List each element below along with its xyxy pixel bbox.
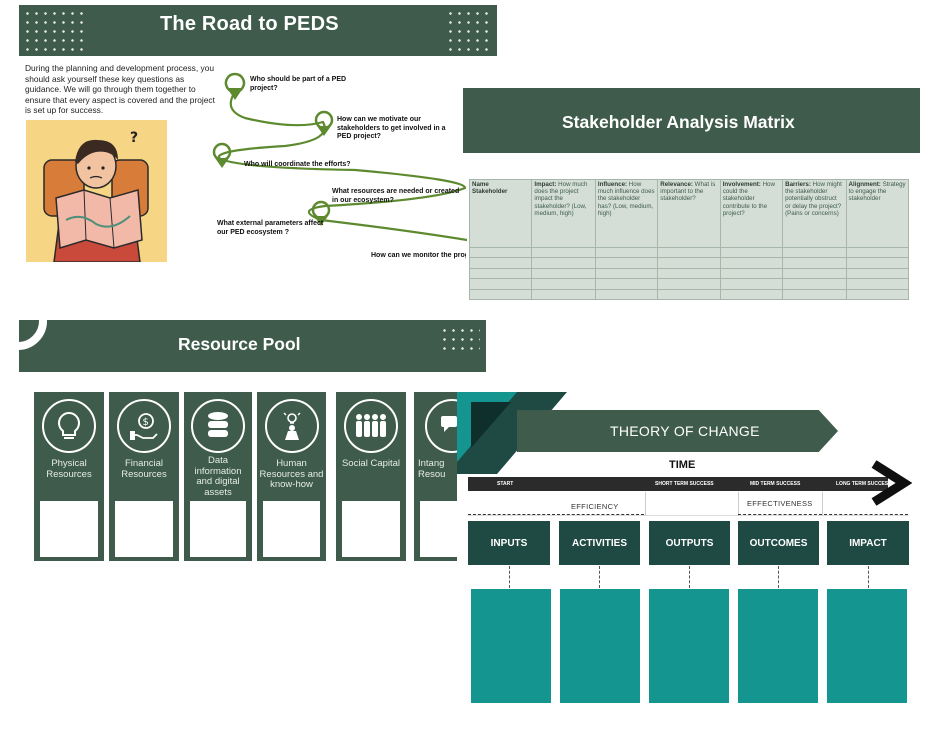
- people-group-icon: [344, 399, 398, 453]
- resource-input-box[interactable]: [342, 501, 400, 557]
- resource-card-social: Social Capital: [336, 392, 406, 561]
- resource-input-box[interactable]: [190, 501, 246, 557]
- road-question: Who should be part of a PED project?: [250, 76, 347, 92]
- phase-outputs: OUTPUTS: [649, 521, 730, 565]
- database-icon: [191, 399, 245, 453]
- toc-grid-row: [468, 492, 908, 516]
- dashed-line: [738, 514, 908, 515]
- resource-input-box[interactable]: [263, 501, 320, 557]
- resource-input-box[interactable]: [115, 501, 173, 557]
- chat-icon: [425, 399, 474, 453]
- road-title-bar: [19, 5, 497, 56]
- connector: [778, 566, 779, 588]
- svg-text:$: $: [143, 417, 149, 428]
- connector: [689, 566, 690, 588]
- outputs-box[interactable]: [649, 589, 729, 703]
- map-pin-icon: [311, 200, 331, 226]
- toc-title-banner: [517, 410, 838, 452]
- phase-inputs: INPUTS: [468, 521, 550, 565]
- timeline-label: LONG TERM SUCCESS: [836, 481, 892, 487]
- resource-label: Intang Resou: [418, 458, 446, 480]
- impact-box[interactable]: [827, 589, 907, 703]
- phase-impact: IMPACT: [827, 521, 909, 565]
- timeline-label: START: [497, 481, 514, 487]
- inputs-box[interactable]: [471, 589, 551, 703]
- road-question: Who will coordinate the efforts?: [244, 161, 351, 168]
- resource-label: Human Resources and know-how: [259, 458, 324, 490]
- dot-pattern: [23, 9, 85, 51]
- matrix-header-cell: Impact: How much does the project impact…: [531, 179, 596, 248]
- money-hand-icon: $: [117, 399, 171, 453]
- matrix-header-cell: Alignment: Strategy to engage the stakeh…: [845, 179, 910, 248]
- road-question: How can we motivate our stakeholders to …: [337, 116, 446, 140]
- road-path: [212, 72, 467, 242]
- matrix-title-bar: [463, 88, 920, 153]
- map-pin-icon: [212, 142, 232, 168]
- road-title: The Road to PEDS: [160, 13, 339, 35]
- arrow-right-icon: [871, 460, 912, 506]
- matrix-header-cell: Involvement: How could the stakeholder c…: [719, 179, 784, 248]
- resource-label: Social Capital: [341, 458, 401, 469]
- resource-title-bar: [19, 320, 486, 372]
- dot-pattern: [440, 326, 480, 356]
- road-question: How can we monitor the progre: [371, 252, 466, 259]
- connector: [509, 566, 510, 588]
- table-row: [468, 246, 910, 259]
- resource-label: Data information and digital assets: [194, 455, 242, 498]
- divider: [645, 492, 646, 516]
- resource-card-financial: $ Financial Resources: [109, 392, 179, 561]
- outcomes-box[interactable]: [738, 589, 818, 703]
- timeline-label: SHORT TERM SUCCESS: [655, 481, 714, 487]
- person-idea-icon: [264, 399, 319, 453]
- table-row: [468, 267, 910, 280]
- effectiveness-label: EFFECTIVENESS: [747, 499, 813, 508]
- resource-card-human: Human Resources and know-how: [257, 392, 326, 561]
- divider: [738, 492, 739, 516]
- connector: [599, 566, 600, 588]
- road-question: What external parameters affect our PED …: [217, 220, 324, 236]
- resource-label: Physical Resources: [46, 458, 92, 480]
- dot-pattern: [446, 9, 494, 51]
- road-question: What resources are needed or created in …: [332, 188, 460, 204]
- toc-time-label: TIME: [669, 459, 696, 471]
- table-row: [468, 257, 910, 269]
- resource-card-data: Data information and digital assets: [184, 392, 252, 561]
- svg-text:?: ?: [130, 130, 138, 146]
- divider: [822, 492, 823, 516]
- matrix-header-cell: Relevance: What is important to the stak…: [657, 179, 721, 248]
- phase-activities: ACTIVITIES: [559, 521, 640, 565]
- resource-label: Financial Resources: [121, 458, 167, 480]
- matrix-header-cell: Influence: How much influence does the s…: [594, 179, 659, 248]
- map-pin-icon: [224, 72, 246, 100]
- lightbulb-icon: [42, 399, 96, 453]
- hiker-illustration: ?: [26, 120, 167, 262]
- resource-title: Resource Pool: [178, 334, 301, 354]
- connector: [868, 566, 869, 588]
- corner-arc: [19, 320, 49, 362]
- resource-card-physical: Physical Resources: [34, 392, 104, 561]
- map-pin-icon: [314, 110, 334, 136]
- matrix-title: Stakeholder Analysis Matrix: [562, 112, 795, 132]
- table-row: [468, 278, 910, 290]
- table-row: [468, 288, 910, 301]
- dashed-line: [468, 514, 644, 515]
- toc-timeline-bar: [468, 477, 888, 491]
- resource-input-box[interactable]: [40, 501, 98, 557]
- matrix-header-cell: Barriers: How might the stakeholder pote…: [782, 179, 847, 248]
- road-intro-text: During the planning and development proc…: [25, 63, 215, 115]
- toc-title: THEORY OF CHANGE: [610, 423, 760, 439]
- efficiency-label: EFFICIENCY: [571, 502, 619, 511]
- phase-outcomes: OUTCOMES: [738, 521, 819, 565]
- activities-box[interactable]: [560, 589, 640, 703]
- timeline-label: MID TERM SUCCESS: [750, 481, 801, 487]
